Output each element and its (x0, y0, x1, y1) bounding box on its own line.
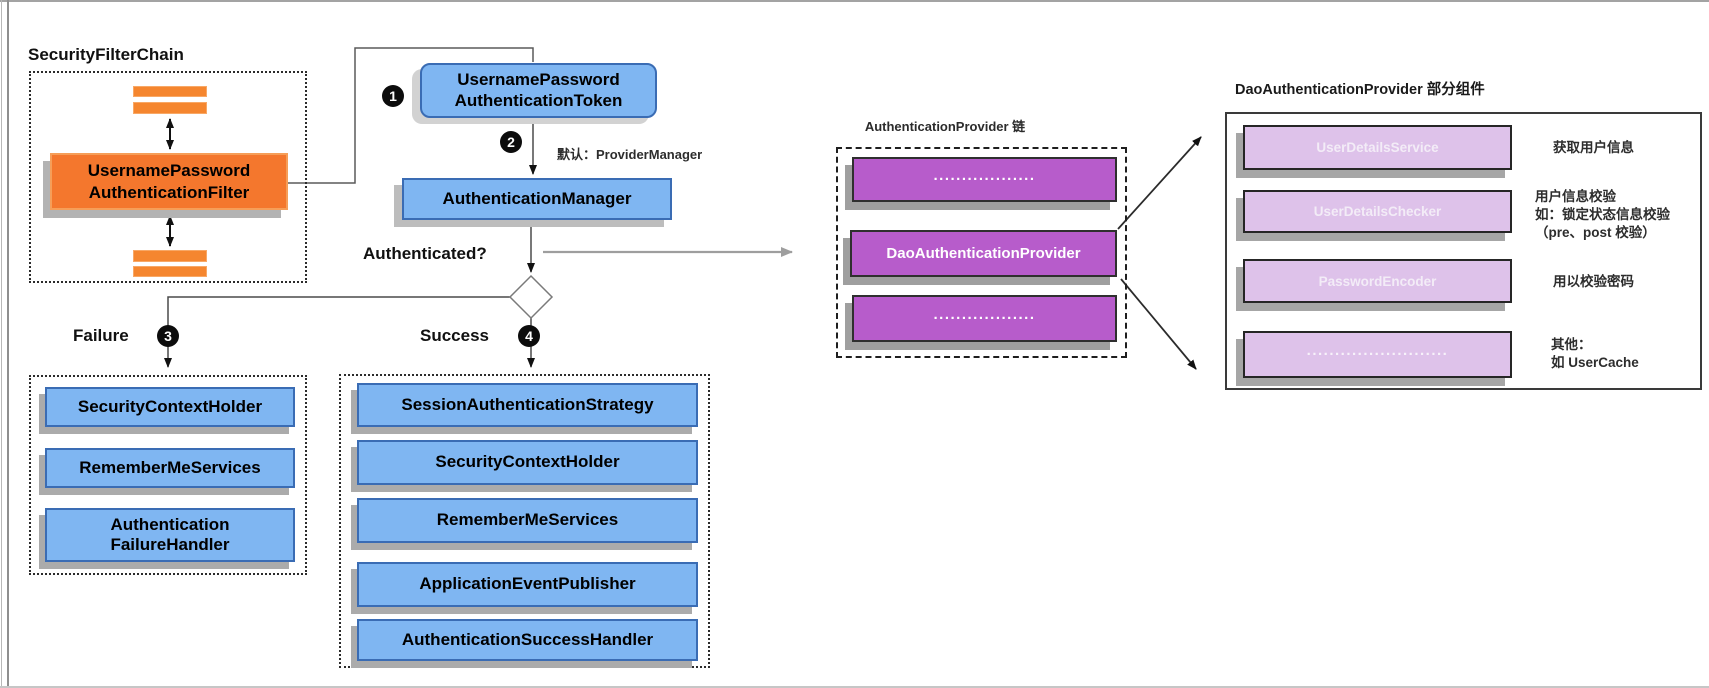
dao-to-components-arrow-lower (1120, 278, 1197, 370)
failure-item-box: SecurityContextHolder (45, 387, 295, 427)
filter-chain-bar (133, 86, 207, 97)
user-details-service-box: UserDetailsService (1243, 125, 1512, 170)
dao-components-title: DaoAuthenticationProvider 部分组件 (1235, 82, 1485, 98)
bottom-edge-line (0, 686, 1709, 688)
step-badge-1: 1 (382, 85, 404, 107)
password-encoder-note: 用以校验密码 (1553, 274, 1634, 289)
authentication-provider-chain-title: AuthenticationProvider 链 (864, 119, 1026, 134)
failure-item-box: RememberMeServices (45, 448, 295, 488)
success-item-box: AuthenticationSuccessHandler (357, 619, 698, 661)
left-edge-line-outer (1, 0, 2, 688)
authentication-manager-box: AuthenticationManager (402, 178, 672, 220)
user-details-service-note: 获取用户信息 (1553, 140, 1634, 155)
dots-text: .................. (933, 306, 1036, 323)
step-badge-4: 4 (518, 325, 540, 347)
success-item-box: SessionAuthenticationStrategy (357, 383, 698, 427)
authenticated-decision-diamond (508, 274, 554, 320)
password-encoder-box: PasswordEncoder (1243, 259, 1512, 303)
security-filter-chain-box (29, 71, 307, 283)
authentication-provider-chain-box (836, 147, 1127, 358)
other-components-box: ......................... (1243, 331, 1512, 378)
success-item-box: ApplicationEventPublisher (357, 562, 698, 607)
filter-chain-bar (133, 266, 207, 277)
dots-text: .................. (933, 167, 1036, 184)
step-badge-3: 3 (157, 325, 179, 347)
filter-chain-bar (133, 250, 207, 262)
success-label: Success (420, 326, 489, 345)
other-components-note: 其他： 如 UserCache (1551, 337, 1639, 371)
step-badge-2: 2 (500, 131, 522, 153)
success-item-box: SecurityContextHolder (357, 440, 698, 485)
security-filter-chain-title: SecurityFilterChain (28, 45, 184, 64)
left-edge-line-inner (7, 0, 9, 688)
top-edge-line (0, 0, 1709, 2)
failure-handlers-box (29, 375, 307, 575)
dao-to-components-arrow-upper (1117, 136, 1202, 230)
failure-item-box: Authentication FailureHandler (45, 508, 295, 562)
success-handlers-box (339, 374, 710, 668)
failure-label: Failure (73, 326, 129, 345)
dots-text: ......................... (1306, 342, 1449, 359)
dao-authentication-provider-box: DaoAuthenticationProvider (850, 230, 1117, 277)
provider-manager-note: 默认：ProviderManager (557, 147, 703, 162)
user-details-checker-box: UserDetailsChecker (1243, 190, 1512, 233)
filter-chain-bar (133, 102, 207, 114)
provider-placeholder-box: .................. (852, 295, 1117, 342)
authenticated-label: Authenticated? (363, 244, 487, 263)
username-password-authentication-filter-box: UsernamePassword AuthenticationFilter (50, 153, 288, 210)
username-password-authentication-token-box: UsernamePassword AuthenticationToken (420, 63, 657, 118)
user-details-checker-note: 用户信息校验 如：锁定状态信息校验 （pre、post 校验） (1535, 189, 1670, 241)
provider-placeholder-box: .................. (852, 157, 1117, 202)
success-item-box: RememberMeServices (357, 498, 698, 543)
